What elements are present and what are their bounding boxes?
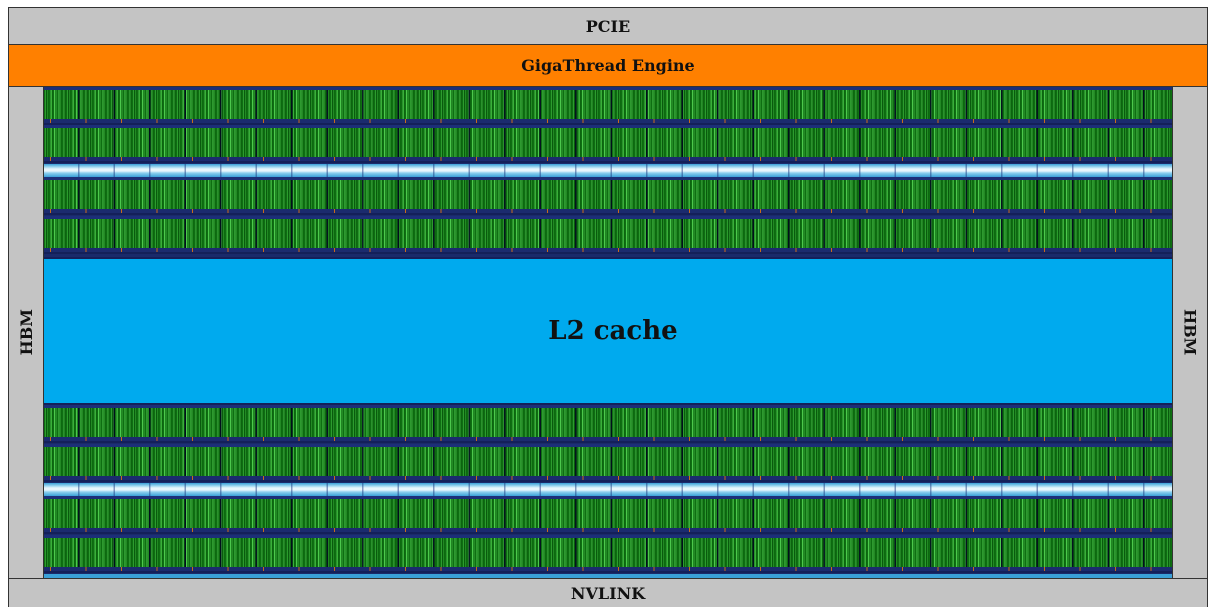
sm-row-2 xyxy=(44,125,1182,163)
hbm-left-block: HBM xyxy=(9,87,44,578)
gigathread-engine-label: GigaThread Engine xyxy=(521,56,695,75)
gigathread-engine-block: GigaThread Engine xyxy=(9,45,1207,87)
hbm-right-label: HBM xyxy=(1180,309,1200,356)
nvlink-block: NVLINK xyxy=(9,578,1207,607)
pcie-label: PCIE xyxy=(585,16,631,36)
sm-row-6 xyxy=(44,444,1182,482)
l2-cache-label: L2 cache xyxy=(548,316,678,346)
bottom-edge-stripe xyxy=(44,574,1182,578)
gpu-architecture-diagram: PCIE GigaThread Engine HBM L2 cache HBM … xyxy=(8,7,1208,607)
sm-row-4 xyxy=(44,216,1182,254)
hbm-left-label: HBM xyxy=(16,309,36,356)
pcie-block: PCIE xyxy=(9,8,1207,45)
interconnect-stripe-top xyxy=(44,164,1182,177)
sm-row-8 xyxy=(44,535,1182,573)
sm-row-3 xyxy=(44,177,1182,215)
interconnect-stripe-bottom xyxy=(44,483,1182,496)
hbm-right-block: HBM xyxy=(1172,87,1207,578)
nvlink-label: NVLINK xyxy=(570,583,646,603)
sm-row-5 xyxy=(44,405,1182,443)
sm-row-7 xyxy=(44,496,1182,534)
sm-array: L2 cache xyxy=(44,87,1182,578)
l2-cache-block: L2 cache xyxy=(44,257,1182,405)
sm-row-1 xyxy=(44,87,1182,125)
